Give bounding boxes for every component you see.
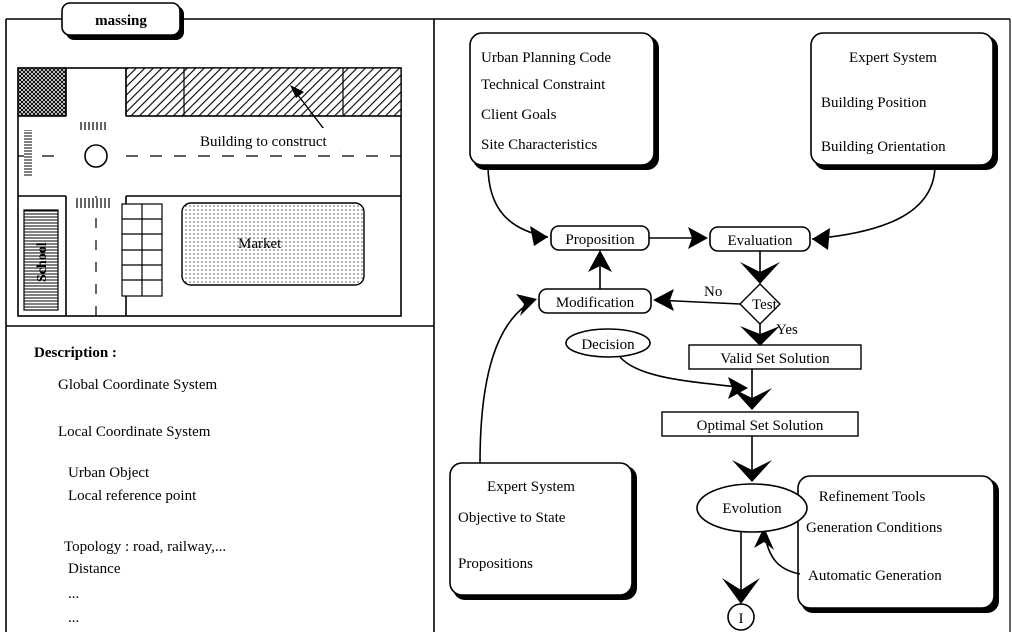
desc-line-7: ... (68, 586, 79, 602)
school-label: School (35, 242, 50, 282)
market-block (181, 202, 365, 286)
test-label: Test (752, 297, 778, 313)
evaluation-label: Evaluation (728, 233, 793, 249)
expert-bottom-item-1: Objective to State (458, 510, 566, 526)
desc-line-5: Topology : road, railway,... (64, 539, 226, 555)
market-label: Market (238, 236, 282, 252)
parking-lot (121, 203, 163, 297)
building-plot (125, 67, 402, 117)
expert-bottom-title: Expert System (487, 479, 575, 495)
evaluation-node: Evaluation (709, 226, 811, 252)
massing-tab[interactable]: massing (61, 2, 184, 40)
flowchart: Urban Planning Code Technical Constraint… (449, 32, 999, 631)
input-technical-constraint: Technical Constraint (481, 77, 606, 93)
description-heading: Description : (34, 345, 117, 361)
proposition-label: Proposition (565, 232, 635, 248)
massing-tab-label: massing (95, 13, 147, 29)
building-label: Building to construct (200, 134, 327, 150)
proposition-node: Proposition (550, 225, 650, 251)
valid-set-label: Valid Set Solution (720, 351, 830, 367)
refinement-tools-box: Refinement Tools Generation Conditions A… (797, 475, 999, 613)
input-urban-planning-code: Urban Planning Code (481, 50, 611, 66)
expert-top-item-1: Building Position (821, 95, 927, 111)
desc-line-1: Global Coordinate System (58, 377, 217, 393)
desc-line-4: Local reference point (68, 488, 197, 504)
decision-label: Decision (581, 337, 635, 353)
desc-line-2: Local Coordinate System (58, 424, 211, 440)
desc-line-3: Urban Object (68, 465, 150, 481)
input-site-characteristics: Site Characteristics (481, 137, 597, 153)
refinement-item-1: Generation Conditions (806, 520, 942, 536)
expert-top-title: Expert System (849, 50, 937, 66)
site-map: School Market Building to construct (17, 67, 402, 317)
school-block (23, 209, 59, 311)
valid-set-node: Valid Set Solution (688, 344, 862, 370)
no-label: No (704, 284, 722, 300)
inputs-box: Urban Planning Code Technical Constraint… (469, 32, 659, 170)
desc-line-8: ... (68, 610, 79, 626)
evolution-label: Evolution (722, 501, 782, 517)
yes-label: Yes (776, 322, 798, 338)
desc-line-6: Distance (68, 561, 121, 577)
test-decision: Test (739, 283, 781, 325)
input-client-goals: Client Goals (481, 107, 557, 123)
modification-node: Modification (538, 288, 652, 314)
expert-top-item-2: Building Orientation (821, 139, 946, 155)
description-section: Description : Global Coordinate System L… (34, 345, 226, 626)
terminal-label: I (739, 611, 744, 627)
optimal-set-node: Optimal Set Solution (661, 411, 859, 437)
refinement-title: Refinement Tools (819, 489, 926, 505)
left-panel: massing (5, 2, 1011, 632)
corner-block (17, 67, 67, 117)
modification-label: Modification (556, 295, 635, 311)
expert-system-bottom: Expert System Objective to State Proposi… (449, 462, 637, 600)
decision-node: Decision (565, 328, 651, 358)
roundabout (84, 144, 108, 168)
expert-bottom-item-2: Propositions (458, 556, 533, 572)
terminal-node: I (727, 603, 755, 631)
expert-system-top: Expert System Building Position Building… (810, 32, 998, 170)
refinement-item-2: Automatic Generation (808, 568, 942, 584)
optimal-set-label: Optimal Set Solution (697, 418, 824, 434)
evolution-node: Evolution (696, 483, 808, 533)
